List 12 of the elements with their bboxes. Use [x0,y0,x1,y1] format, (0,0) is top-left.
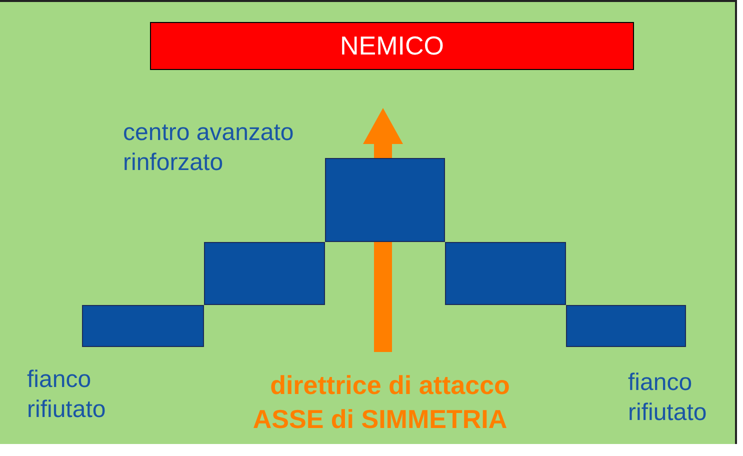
troop-block [445,242,566,305]
position-label: fianco rifiutato [628,368,708,428]
enemy-bar [150,22,634,70]
position-label: fianco rifiutato [27,365,107,425]
axis-caption: ASSE di SIMMETRIA [252,404,508,434]
troop-block [204,242,325,305]
troop-block [566,305,686,347]
enemy-label: NEMICO [340,30,444,62]
troop-block [82,305,204,347]
troop-block [325,158,445,242]
position-label: centro avanzato rinforzato [123,118,295,178]
axis-caption: direttrice di attacco [269,370,511,400]
